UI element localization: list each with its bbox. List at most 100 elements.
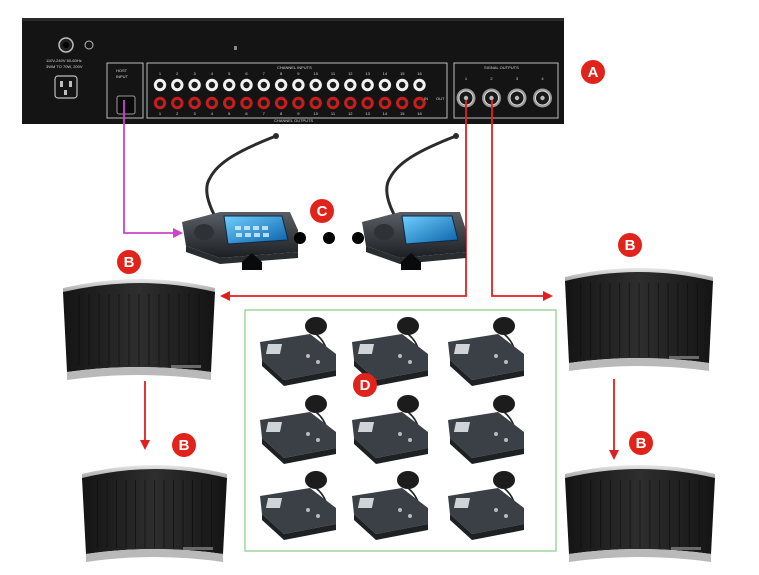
channel-number-top: 2 (176, 71, 179, 76)
channel-number-top: 10 (313, 71, 318, 76)
channel-number-top: 12 (348, 71, 353, 76)
channel-number-bottom: 16 (417, 111, 422, 116)
bodypack-receiver-icon-7 (260, 471, 336, 540)
host-wire (123, 100, 183, 238)
callout-b-label-3: B (179, 437, 190, 454)
channel-number-bottom: 12 (348, 111, 353, 116)
channel-number-top: 5 (228, 71, 231, 76)
bodypack-receiver-icon-8 (352, 471, 428, 540)
channel-number-bottom: 7 (263, 111, 266, 116)
power-label-2: 3WM TO 70W, 200V (46, 64, 83, 69)
channel-number-bottom: 14 (383, 111, 388, 116)
channel-number-bottom: 11 (331, 111, 336, 116)
channel-number-top: 13 (365, 71, 370, 76)
callout-b-left-bottom: B (172, 433, 196, 457)
callout-b-label-2: B (625, 237, 636, 254)
channel-jack-pair (326, 78, 340, 110)
console-1-pointer (242, 253, 262, 270)
channel-jack-pair (378, 78, 392, 110)
channel-number-top: 11 (331, 71, 336, 76)
signal-output-jack-icon (456, 88, 476, 108)
power-socket-icon (54, 75, 78, 99)
channel-jack-pair (292, 78, 305, 110)
signal-output-number: 4 (541, 76, 544, 81)
speaker-icon-left-bottom (82, 465, 227, 562)
channel-jack-pair (257, 78, 270, 110)
signal-wire-right (491, 100, 553, 301)
bodypack-receiver-icon-5 (352, 395, 428, 464)
channel-number-bottom: 6 (245, 111, 248, 116)
channel-jack-pair (274, 78, 288, 110)
signal-output-jack-icon (533, 88, 552, 108)
callout-c-label: C (317, 203, 328, 220)
callout-b-right-bottom: B (629, 431, 653, 455)
rack-unit-icon: 110V-240V 50-60Hz 3WM TO 70W, 200V HOST … (22, 18, 564, 124)
channel-jack-pair (413, 78, 426, 110)
signal-output-jack-icon (482, 88, 501, 108)
signal-outputs-label: SIGNAL OUTPUTS (484, 65, 519, 70)
misc-label-2: OUT (436, 96, 445, 101)
signal-wire-left (220, 100, 467, 301)
channel-number-top: 1 (159, 71, 162, 76)
speaker-icon-left-top (63, 279, 215, 380)
host-input-label-1: HOST (116, 68, 128, 73)
channel-number-bottom: 1 (159, 111, 162, 116)
channel-number-bottom: 5 (228, 111, 231, 116)
channel-number-top: 8 (280, 71, 283, 76)
callout-a-label: A (588, 64, 599, 81)
signal-output-number: 2 (490, 76, 493, 81)
power-label-1: 110V-240V 50-60Hz (46, 58, 82, 63)
bodypack-receiver-icon-4 (260, 395, 336, 464)
channel-number-top: 14 (383, 71, 388, 76)
channel-number-top: 6 (245, 71, 248, 76)
callout-b-label-4: B (636, 435, 647, 452)
channel-number-bottom: 2 (176, 111, 179, 116)
channel-number-top: 4 (211, 71, 214, 76)
channel-number-bottom: 9 (297, 111, 300, 116)
channel-jack-pair (188, 78, 201, 110)
channel-number-bottom: 13 (365, 111, 370, 116)
channel-inputs-label: CHANNEL INPUTS (277, 65, 312, 70)
signal-output-jack-icon (507, 88, 527, 108)
channel-number-bottom: 10 (313, 111, 318, 116)
signal-output-number: 1 (465, 76, 468, 81)
callout-d: D (353, 373, 377, 397)
channel-number-top: 9 (297, 71, 300, 76)
callout-d-label: D (360, 377, 371, 394)
channel-number-bottom: 3 (193, 111, 196, 116)
chairman-console-icon (182, 133, 298, 264)
channel-jack-pair (361, 78, 374, 110)
channel-jack-pair (153, 78, 167, 110)
speaker-icon-right-bottom (565, 465, 715, 562)
callout-b-label-1: B (124, 254, 135, 271)
channel-number-bottom: 4 (211, 111, 214, 116)
host-input-label-2: INPUT (116, 74, 129, 79)
misc-label-1: IN (424, 96, 428, 101)
channel-number-top: 3 (193, 71, 196, 76)
ellipsis-dots (294, 232, 364, 244)
bodypack-receiver-icon-1 (260, 317, 336, 386)
channel-outputs-label: CHANNEL OUTPUTS (274, 118, 314, 123)
receiver-group-box (244, 309, 557, 552)
callout-b-right-top: B (618, 233, 642, 257)
channel-number-top: 7 (263, 71, 266, 76)
channel-number-bottom: 8 (280, 111, 283, 116)
connection-lines (123, 100, 619, 460)
callout-a: A (581, 60, 605, 84)
signal-output-number: 3 (516, 76, 519, 81)
bodypack-receiver-icon-6 (448, 395, 524, 464)
callout-c: C (310, 199, 334, 223)
callout-b-left-top: B (117, 250, 141, 274)
bodypack-receiver-icon-3 (448, 317, 524, 386)
channel-jack-pair (396, 78, 409, 110)
bodypack-receiver-icon-9 (448, 471, 524, 540)
channel-jack-pair (309, 78, 322, 110)
channel-jack-pair (240, 78, 253, 110)
speaker-icon-right-top (565, 268, 713, 371)
channel-number-top: 15 (400, 71, 405, 76)
host-input-jack-icon (116, 95, 136, 115)
console-2-pointer (401, 253, 421, 270)
channel-number-top: 16 (417, 71, 422, 76)
channel-jack-pair (344, 78, 357, 110)
